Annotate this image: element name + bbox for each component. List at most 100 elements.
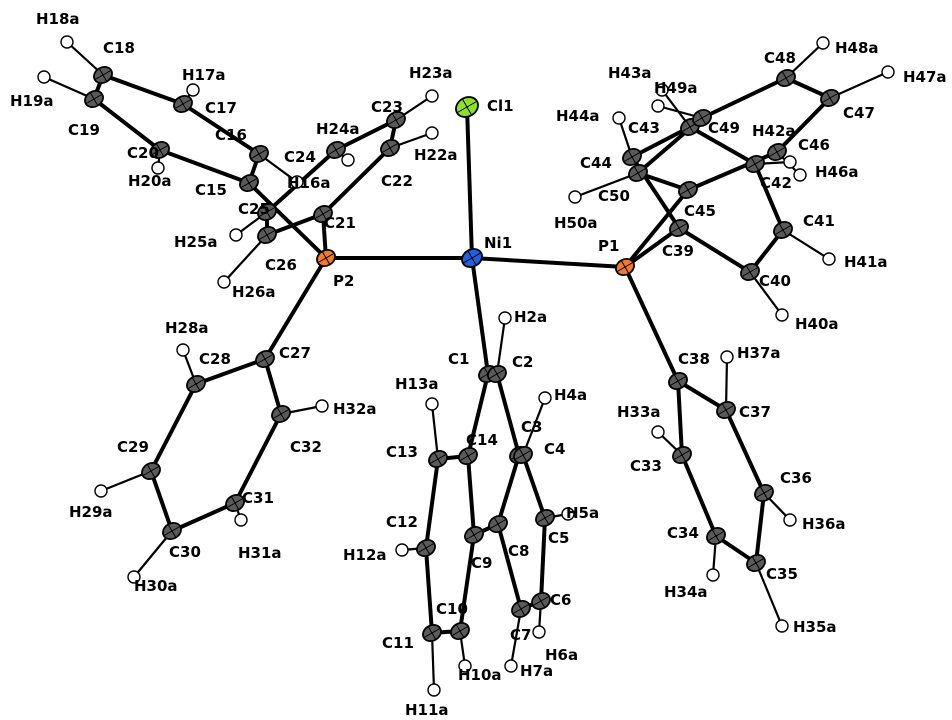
atom-h41a bbox=[822, 252, 836, 266]
atom-label-c9: C9 bbox=[471, 554, 492, 572]
atom-label-h33a: H33a bbox=[617, 403, 661, 421]
atom-label-c41: C41 bbox=[803, 212, 835, 230]
atom-h31a bbox=[234, 513, 248, 527]
atom-label-h47a: H47a bbox=[903, 68, 947, 86]
atom-label-c47: C47 bbox=[843, 104, 875, 122]
atom-label-h18a: H18a bbox=[36, 10, 80, 28]
atom-h7a bbox=[504, 659, 518, 673]
atom-label-c15: C15 bbox=[195, 181, 227, 199]
atom-h18a bbox=[60, 35, 74, 49]
atom-label-h10a: H10a bbox=[458, 666, 502, 684]
atom-h43a bbox=[655, 83, 669, 97]
bond-ni1-cl1 bbox=[465, 105, 474, 260]
atom-label-h42a: H42a bbox=[752, 122, 796, 140]
atom-h46a bbox=[793, 168, 807, 182]
bond-c42-c43 bbox=[688, 125, 757, 166]
atom-h44a bbox=[612, 111, 626, 125]
atom-label-c50: C50 bbox=[598, 187, 630, 205]
atom-h17a bbox=[186, 83, 200, 97]
atom-label-ni1: Ni1 bbox=[484, 234, 512, 252]
atom-c30 bbox=[162, 521, 182, 541]
bond-p1-c39 bbox=[623, 226, 681, 269]
atom-h13a bbox=[425, 397, 439, 411]
atom-h48a bbox=[816, 36, 830, 50]
atom-h34a bbox=[706, 568, 720, 582]
atom-label-h30a: H30a bbox=[134, 577, 178, 595]
atom-c4 bbox=[513, 445, 533, 465]
atom-label-h43a: H43a bbox=[608, 64, 652, 82]
atom-label-c29: C29 bbox=[117, 438, 149, 456]
bond-c4-c5 bbox=[521, 453, 547, 520]
atom-c28 bbox=[186, 374, 206, 394]
atom-h26a bbox=[217, 275, 231, 289]
atom-label-c42: C42 bbox=[760, 174, 792, 192]
atom-h33a bbox=[651, 425, 665, 439]
bond-c30-c31 bbox=[170, 501, 237, 533]
atom-h36a bbox=[783, 513, 797, 527]
atom-c47 bbox=[820, 88, 840, 108]
atom-c5 bbox=[535, 508, 555, 528]
atom-label-c21: C21 bbox=[324, 214, 356, 232]
bond-c2-c3 bbox=[495, 372, 521, 457]
bond-c13-h13a bbox=[430, 402, 440, 461]
atom-c21 bbox=[313, 204, 333, 224]
atom-label-p1: P1 bbox=[598, 237, 619, 255]
atom-label-c13: C13 bbox=[386, 443, 418, 461]
atom-h22a bbox=[425, 126, 439, 140]
atom-label-h24a: H24a bbox=[316, 120, 360, 138]
atom-h23a bbox=[425, 89, 439, 103]
atom-h49a bbox=[651, 99, 665, 113]
atom-label-c3: C3 bbox=[521, 418, 542, 436]
atom-c42 bbox=[745, 154, 765, 174]
atom-label-h17a: H17a bbox=[182, 66, 226, 84]
bond-c9-c10 bbox=[458, 533, 476, 633]
bond-c34-c33 bbox=[680, 453, 718, 538]
atom-c40 bbox=[740, 262, 760, 282]
atom-c46 bbox=[767, 142, 787, 162]
atom-c20 bbox=[150, 140, 170, 160]
bond-c26-h26a bbox=[222, 233, 269, 284]
atom-label-h11a: H11a bbox=[405, 701, 449, 719]
bond-c23-c24 bbox=[334, 118, 398, 152]
atom-h47a bbox=[881, 65, 895, 79]
atom-label-h50a: H50a bbox=[554, 214, 598, 232]
atom-label-c17: C17 bbox=[205, 99, 237, 117]
bond-c5-c6 bbox=[539, 516, 547, 603]
bond-p1-c38 bbox=[623, 265, 680, 383]
atom-c10 bbox=[450, 621, 470, 641]
atom-label-c11: C11 bbox=[382, 634, 414, 652]
atom-label-c43: C43 bbox=[628, 119, 660, 137]
atom-c32 bbox=[271, 404, 291, 424]
atom-label-h16a: H16a bbox=[287, 174, 331, 192]
bond-c35-h35a bbox=[754, 561, 784, 628]
bond-c29-c30 bbox=[149, 469, 174, 533]
atom-c6 bbox=[531, 591, 551, 611]
bond-c33-c38 bbox=[676, 379, 684, 457]
bond-c11-c12 bbox=[424, 546, 434, 635]
atom-label-c32: C32 bbox=[290, 438, 322, 456]
atom-label-h35a: H35a bbox=[793, 618, 837, 636]
atom-c49 bbox=[692, 108, 712, 128]
bond-c7-c8 bbox=[496, 522, 523, 611]
atom-label-c2: C2 bbox=[512, 353, 533, 371]
atom-label-c18: C18 bbox=[103, 39, 135, 57]
atom-c7 bbox=[511, 599, 531, 619]
atom-c41 bbox=[773, 220, 793, 240]
atom-c14 bbox=[458, 446, 478, 466]
atom-label-h7a: H7a bbox=[520, 662, 553, 680]
bond-c19-c20 bbox=[92, 97, 162, 152]
atom-h4a bbox=[538, 391, 552, 405]
atom-label-h4a: H4a bbox=[554, 386, 587, 404]
atom-cl1 bbox=[455, 96, 479, 118]
bond-c38-c37 bbox=[676, 379, 728, 412]
atom-label-c31: C31 bbox=[242, 489, 274, 507]
atom-label-h37a: H37a bbox=[737, 344, 781, 362]
bond-c39-c40 bbox=[677, 226, 752, 274]
bond-c31-c32 bbox=[233, 412, 283, 505]
atom-c31 bbox=[225, 493, 245, 513]
atom-label-p2: P2 bbox=[333, 272, 354, 290]
atom-h28a bbox=[176, 343, 190, 357]
bond-c2-h2a bbox=[495, 316, 507, 376]
atom-c2 bbox=[487, 364, 507, 384]
atom-label-h26a: H26a bbox=[232, 283, 276, 301]
